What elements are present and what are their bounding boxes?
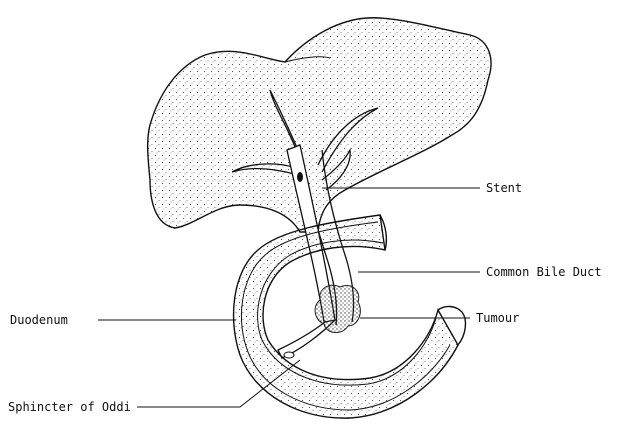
label-duodenum: Duodenum [10, 313, 68, 327]
stent-tip-hole [284, 352, 294, 358]
label-stent: Stent [486, 181, 522, 195]
label-tumour: Tumour [476, 311, 519, 325]
stent-side-hole [297, 172, 303, 182]
label-sphincter-of-oddi: Sphincter of Oddi [8, 400, 131, 414]
label-common-bile-duct: Common Bile Duct [486, 265, 602, 279]
liver [148, 18, 491, 232]
